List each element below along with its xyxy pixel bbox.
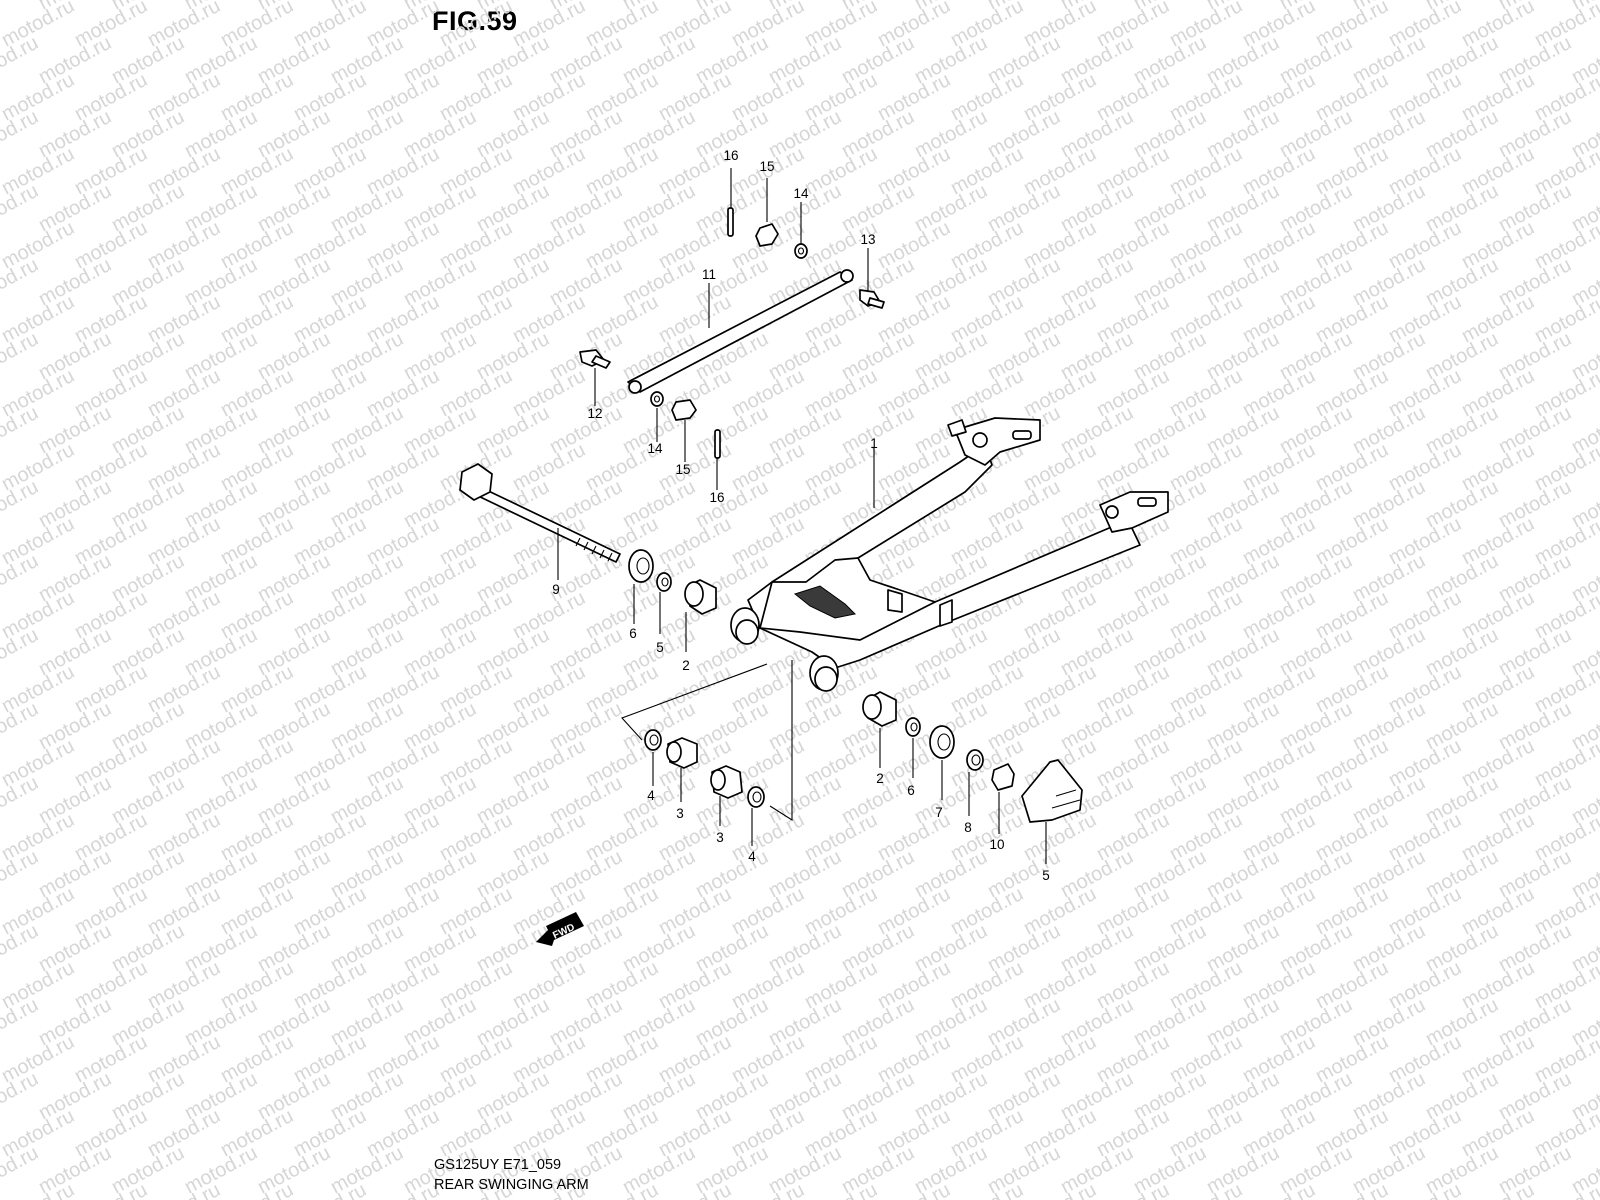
washer-4-right[interactable] [747, 786, 765, 808]
pivot-bolt-12[interactable] [579, 349, 611, 369]
callout-5-right: 6 [907, 783, 915, 798]
callout-12: 12 [587, 406, 602, 421]
callout-10: 5 [1042, 868, 1050, 883]
figure-code: GS125UY E71_059 [434, 1157, 562, 1173]
dust-seal-6-right[interactable] [929, 725, 955, 759]
callout-1: 1 [870, 436, 878, 451]
callouts-layer: 16 15 14 13 11 12 14 15 16 1 9 6 5 2 4 3… [552, 148, 1050, 883]
callout-9: 9 [552, 582, 560, 597]
washer-5-left[interactable] [656, 572, 672, 592]
figure-caption: GS125UY E71_059 REAR SWINGING ARM [434, 1155, 589, 1195]
castle-nut-15-upper[interactable] [755, 223, 779, 247]
callout-16-upper: 16 [723, 148, 738, 163]
bearing-3-right[interactable] [710, 765, 743, 799]
callout-3-right: 3 [716, 830, 724, 845]
pivot-shaft[interactable] [459, 463, 621, 563]
washer-7[interactable] [966, 749, 984, 771]
torque-link-rod[interactable] [627, 269, 854, 394]
callout-2-right: 2 [876, 771, 884, 786]
callout-6-right: 7 [935, 805, 943, 820]
figure-title: FIG.59 [432, 6, 518, 36]
dust-seal-6-left[interactable] [628, 549, 654, 583]
bush-2-right[interactable] [862, 691, 897, 727]
callout-16-lower: 16 [709, 490, 724, 505]
callout-15-upper: 15 [759, 159, 774, 174]
callout-13: 13 [860, 232, 875, 247]
bearing-3-left[interactable] [666, 737, 698, 769]
cotter-pin-16-upper[interactable] [727, 207, 734, 237]
leader-lines [557, 168, 1047, 864]
callout-14-upper: 14 [793, 186, 809, 201]
chain-buffer-10[interactable] [1021, 759, 1083, 823]
washer-14-upper[interactable] [794, 243, 808, 259]
callout-6-left: 6 [629, 626, 637, 641]
washer-5-right[interactable] [905, 717, 921, 737]
callout-14-lower: 14 [647, 441, 663, 456]
callout-3-left: 3 [676, 806, 684, 821]
washer-4-left[interactable] [644, 729, 662, 751]
callout-4-left: 4 [647, 788, 655, 803]
callout-2-left: 2 [682, 658, 690, 673]
bush-2-left[interactable] [684, 579, 717, 615]
washer-14-lower[interactable] [650, 391, 664, 407]
callout-11: 11 [702, 267, 716, 282]
callout-5-left: 5 [656, 640, 664, 655]
exploded-guide-lines [621, 660, 793, 822]
callout-15-lower: 15 [675, 462, 690, 477]
callout-7: 8 [964, 820, 972, 835]
pivot-bolt-13[interactable] [859, 289, 885, 309]
callout-8: 10 [989, 837, 1004, 852]
figure-name: REAR SWINGING ARM [434, 1177, 589, 1193]
swinging-arm[interactable] [730, 417, 1169, 692]
cotter-pin-16-lower[interactable] [714, 429, 721, 459]
nut-8[interactable] [991, 763, 1015, 791]
callout-4-right: 4 [748, 849, 756, 864]
castle-nut-15-lower[interactable] [671, 399, 697, 421]
